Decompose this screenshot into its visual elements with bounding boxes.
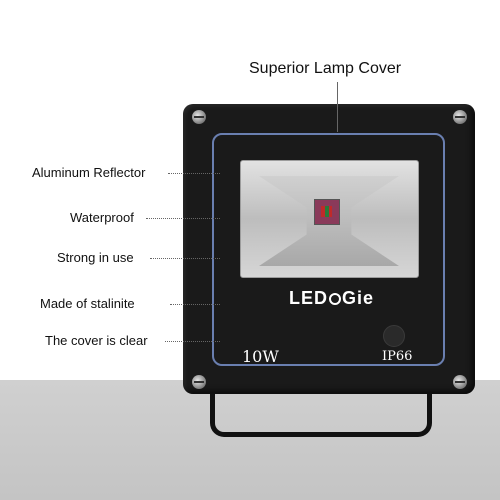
leader-line bbox=[168, 173, 220, 174]
mounting-bracket bbox=[210, 385, 432, 437]
lamp-cover-outline bbox=[212, 133, 445, 366]
label-cover-clear: The cover is clear bbox=[45, 333, 148, 348]
label-waterproof: Waterproof bbox=[70, 210, 134, 225]
led-chip-icon bbox=[314, 199, 340, 225]
superior-lamp-cover-callout: Superior Lamp Cover bbox=[249, 60, 402, 77]
screw-icon bbox=[192, 375, 206, 389]
callout-line-top bbox=[337, 82, 338, 132]
label-strong-in-use: Strong in use bbox=[57, 250, 134, 265]
ip-rating-label: IP66 bbox=[382, 349, 413, 364]
floor-surface bbox=[0, 380, 500, 500]
leader-line bbox=[170, 304, 220, 305]
screw-icon bbox=[453, 110, 467, 124]
sensor-icon bbox=[383, 325, 405, 347]
screw-icon bbox=[192, 110, 206, 124]
leader-line bbox=[146, 218, 220, 219]
leader-line bbox=[165, 341, 220, 342]
label-aluminum-reflector: Aluminum Reflector bbox=[32, 165, 146, 180]
wattage-label: 10W bbox=[242, 347, 279, 366]
leader-line bbox=[150, 258, 220, 259]
label-made-of-stalinite: Made of stalinite bbox=[40, 296, 135, 311]
screw-icon bbox=[453, 375, 467, 389]
brand-logo-circle bbox=[329, 293, 341, 306]
